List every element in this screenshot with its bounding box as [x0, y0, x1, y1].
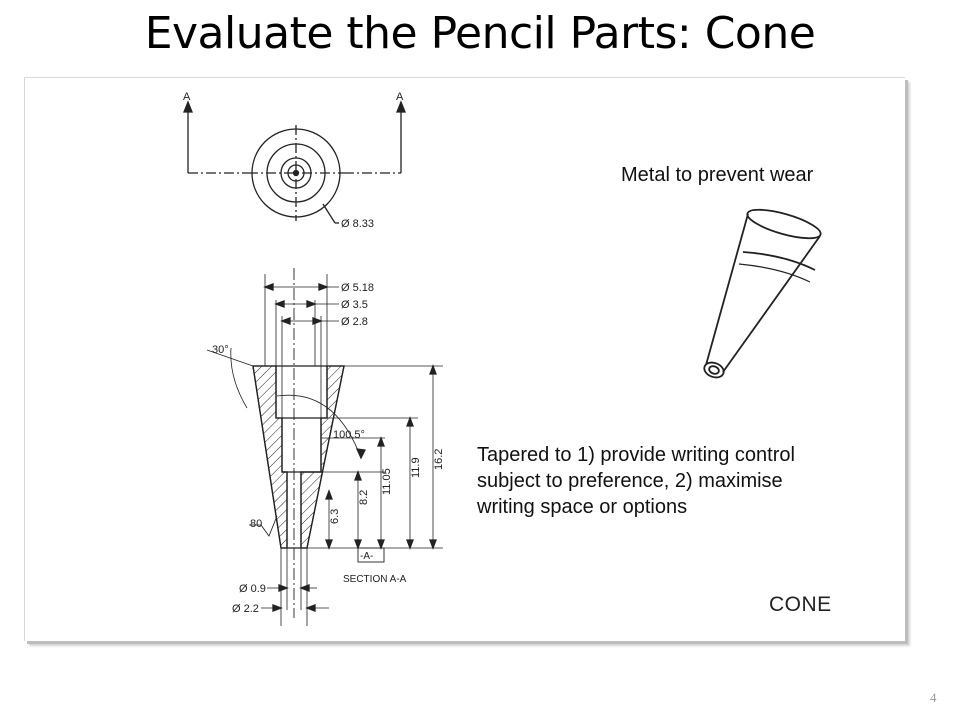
dim-d-3-5: Ø 3.5 [341, 299, 368, 311]
part-label: CONE [769, 593, 832, 616]
slide-number: 4 [930, 690, 937, 705]
dim-len-11-05: 11.05 [381, 468, 393, 495]
dim-len-8-2: 8.2 [358, 490, 370, 505]
note-taper-line-1: Tapered to 1) provide writing control [477, 444, 795, 466]
note-taper: Tapered to 1) provide writing control su… [477, 442, 917, 520]
cone-isometric [703, 208, 822, 379]
section-marker-left: A [183, 91, 191, 103]
dim-d-2-8: Ø 2.8 [341, 316, 368, 328]
note-taper-line-2: subject to preference, 2) maximise [477, 470, 783, 492]
note-metal-wear: Metal to prevent wear [621, 164, 814, 186]
dim-angle-100-5: 100.5° [333, 429, 365, 441]
technical-drawing: A A Ø 8.33 Ø 5.18 Ø 3.5 Ø 2.8 30° 100.5°… [183, 91, 822, 626]
dim-len-6-3: 6.3 [329, 509, 341, 524]
dim-len-16-2: 16.2 [433, 449, 445, 470]
section-view [206, 268, 443, 626]
slide-title: Evaluate the Pencil Parts: Cone [144, 8, 816, 59]
dim-d-0-9: Ø 0.9 [239, 583, 266, 595]
datum-a: -A- [360, 551, 373, 562]
dim-len-11-9: 11.9 [410, 457, 422, 478]
end-view [183, 100, 406, 224]
drawing-frame: A A Ø 8.33 Ø 5.18 Ø 3.5 Ø 2.8 30° 100.5°… [24, 77, 905, 641]
dim-d-5-18: Ø 5.18 [341, 282, 374, 294]
dim-d-8-33: Ø 8.33 [341, 218, 374, 230]
section-marker-right: A [396, 91, 404, 103]
dim-angle-30: 30° [212, 344, 229, 356]
note-taper-line-3: writing space or options [477, 496, 688, 518]
dim-d-2-2: Ø 2.2 [232, 603, 259, 615]
surface-finish-80: 80 [250, 518, 262, 530]
section-label: SECTION A-A [343, 574, 407, 585]
